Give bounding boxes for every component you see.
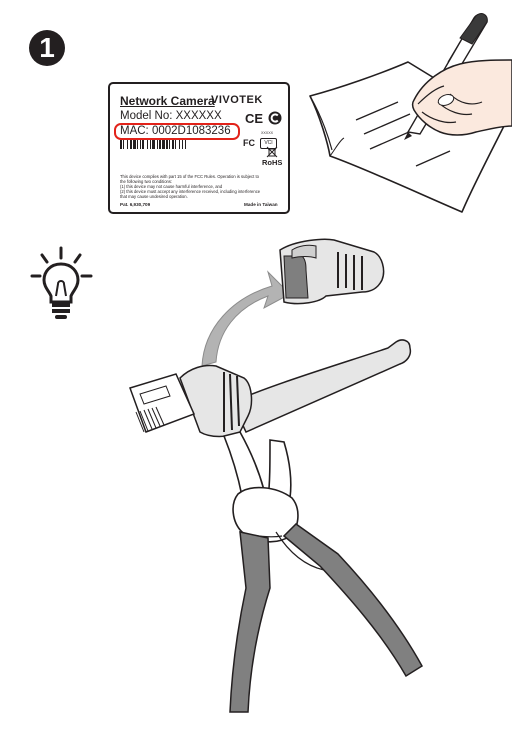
barcode-bar (150, 140, 151, 149)
brand-text: VIVOTEK (211, 94, 263, 106)
barcode (120, 140, 232, 149)
barcode-bar (166, 140, 168, 149)
barcode-bar (169, 140, 170, 149)
barcode-bar (123, 140, 124, 149)
fcc-mark: FC (243, 138, 255, 148)
barcode-bar (162, 140, 165, 149)
barcode-bar (159, 140, 161, 149)
label-model-number: Model No: XXXXXX (120, 110, 222, 122)
label-title: Network Camera (120, 94, 215, 108)
barcode-bar (172, 140, 174, 149)
barcode-bar (137, 140, 138, 149)
rj45-cable-icon (130, 340, 410, 437)
barcode-bar (175, 140, 176, 149)
barcode-bar (142, 140, 144, 149)
label-mac-address: MAC: 0002D1083236 (120, 125, 231, 137)
barcode-bar (130, 140, 132, 149)
rohs-mark: RoHS (262, 158, 282, 167)
step-number-badge: 1 (29, 30, 65, 66)
made-in: Made in Taiwan (244, 202, 278, 207)
weee-bin-icon (266, 146, 278, 158)
step-number: 1 (39, 34, 55, 62)
barcode-bar (133, 140, 136, 149)
barcode-bar (182, 140, 183, 149)
compliance-c-icon (268, 111, 282, 125)
barcode-bar (120, 140, 122, 149)
hand-writing-illustration (300, 8, 512, 218)
curved-arrow-icon (202, 272, 290, 366)
barcode-bar (127, 140, 128, 149)
fcc-line: that may cause undesired operation. (120, 194, 260, 199)
product-label: Network Camera VIVOTEK Model No: XXXXXX … (108, 82, 290, 214)
wire-cutter-icon (224, 432, 422, 712)
compliance-code: XXXXX (261, 131, 273, 135)
barcode-bar (185, 140, 186, 149)
barcode-bar (140, 140, 141, 149)
barcode-bar (152, 140, 155, 149)
ce-mark: CE (245, 111, 263, 126)
patent-number: Pat. 6,930,709 (120, 202, 150, 207)
barcode-bar (179, 140, 180, 149)
barcode-bar (147, 140, 148, 149)
cable-boot-icon (280, 239, 384, 303)
barcode-bar (157, 140, 158, 149)
pencil-hand-icon (413, 60, 512, 135)
brand-logo: VIVOTEK (211, 94, 263, 106)
lightbulb-tip-icon (30, 246, 94, 322)
cable-cutting-illustration (120, 236, 512, 736)
fcc-statement: This device complies with part 15 of the… (120, 174, 260, 199)
